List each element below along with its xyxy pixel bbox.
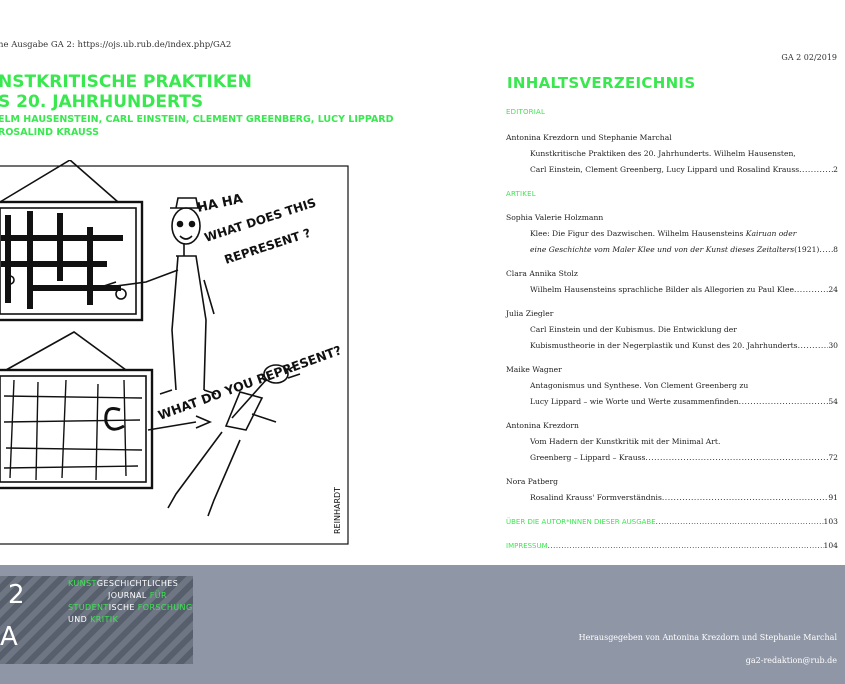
entry-title-last: Greenberg – Lippard – Krauss [530, 453, 646, 462]
toc-entry[interactable]: Julia Ziegler Carl Einstein und der Kubi… [506, 306, 838, 354]
entry-title-line: Carl Einstein, Clement Greenberg, Lucy L… [506, 162, 838, 178]
speech-bubble-what-do-you-represent: WHAT DO YOU REPRESENT? [156, 342, 344, 423]
entry-title-last: Carl Einstein, Clement Greenberg, Lucy L… [530, 165, 800, 174]
leader-dots [656, 514, 824, 530]
section-impressum: IMPRESSUM [506, 542, 548, 550]
leader-dots [819, 242, 833, 258]
entry-title-part: Klee: Die Figur des Dazwischen. Wilhelm … [530, 229, 746, 238]
entry-author: Antonina Krezdorn [506, 421, 579, 430]
entry-title-line: Vom Hadern der Kunstkritik mit der Minim… [530, 437, 721, 446]
logo-word: FORSCHUNG [137, 603, 193, 612]
entry-title-line: Kubismustheorie in der Negerplastik und … [506, 338, 838, 354]
logo-word: ISCHE [108, 603, 138, 612]
logo-word: KRITIK [90, 615, 119, 624]
logo-letter: A [0, 622, 18, 652]
contact-email[interactable]: ga2-redaktion@rub.de [745, 656, 837, 665]
leader-dots [798, 338, 829, 354]
entry-title-line: Antagonismus und Synthese. Von Clement G… [530, 381, 749, 390]
logo-word: UND [68, 615, 91, 624]
article-title: NSTKRITISCHE PRAKTIKEN S 20. JAHRHUNDERT… [0, 72, 418, 112]
entry-page: 91 [828, 493, 838, 502]
leader-dots [645, 450, 828, 466]
entry-page: 72 [828, 453, 838, 462]
entry-author: Antonina Krezdorn und Stephanie Marchal [506, 133, 672, 142]
entry-author: Nora Patberg [506, 477, 558, 486]
title-line-1: NSTKRITISCHE PRAKTIKEN [0, 72, 252, 92]
toc-entry[interactable]: Antonina Krezdorn Vom Hadern der Kunstkr… [506, 418, 838, 466]
toc-entry-impressum[interactable]: IMPRESSUM 104 [506, 538, 838, 554]
entry-page: 2 [833, 165, 838, 174]
entry-title-last: Rosalind Krauss' Formverständnis [530, 493, 662, 502]
journal-link[interactable]: he Ausgabe GA 2: https://ojs.ub.rub.de/i… [0, 40, 232, 50]
cartoon-illustration: HA HA WHAT DOES THIS REPRESENT ? WHAT DO… [0, 160, 349, 545]
entry-author: Sophia Valerie Holzmann [506, 213, 604, 222]
leader-dots [799, 162, 833, 178]
leader-dots [662, 490, 828, 506]
journal-logo: 2 A KUNSTGESCHICHTLICHES JOURNAL FÜR STU… [0, 576, 193, 664]
entry-title-italic: eine Geschichte vom Maler Klee und von d… [530, 245, 795, 254]
logo-word: FÜR [149, 591, 167, 600]
section-artikel: ARTIKEL [506, 190, 536, 198]
entry-title-last: Lucy Lippard – wie Worte und Werte zusam… [530, 397, 739, 406]
article-subtitle: ELM HAUSENSTEIN, CARL EINSTEIN, CLEMENT … [0, 113, 418, 139]
logo-word: JOURNAL [108, 591, 150, 600]
publisher-credit: Herausgegeben von Antonina Krezdorn und … [578, 633, 837, 642]
toc-entry-autoren[interactable]: ÜBER DIE AUTOR*INNEN DIESER AUSGABE 103 [506, 514, 838, 530]
entry-title-line: eine Geschichte vom Maler Klee und von d… [506, 242, 838, 258]
entry-title-line: Klee: Die Figur des Dazwischen. Wilhelm … [506, 226, 838, 242]
toc-entry[interactable]: Antonina Krezdorn und Stephanie Marchal … [506, 130, 838, 178]
entry-page: 54 [828, 397, 838, 406]
entry-page: 103 [823, 517, 839, 526]
entry-author: Julia Ziegler [506, 309, 554, 318]
logo-word: GESCHICHTLICHES [96, 579, 179, 588]
issue-label: GA 2 02/2019 [781, 53, 837, 62]
section-editorial: EDITORIAL [506, 108, 546, 116]
logo-text: KUNSTGESCHICHTLICHES JOURNAL FÜR STUDENT… [68, 578, 193, 626]
section-autoren: ÜBER DIE AUTOR*INNEN DIESER AUSGABE [506, 518, 656, 526]
entry-title-line: Kunstkritische Praktiken des 20. Jahrhun… [530, 149, 796, 158]
toc-entry[interactable]: Sophia Valerie Holzmann Klee: Die Figur … [506, 210, 838, 258]
logo-background [0, 576, 193, 664]
entry-title-part: (1921) [794, 245, 820, 254]
entry-author: Maike Wagner [506, 365, 562, 374]
toc-title: INHALTSVERZEICHNIS [507, 74, 696, 92]
logo-word: KUNST [68, 579, 97, 588]
entry-author: Clara Annika Stolz [506, 269, 578, 278]
entry-title-line: Rosalind Krauss' Formverständnis 91 [506, 490, 838, 506]
leader-dots [739, 394, 829, 410]
entry-page: 104 [823, 541, 839, 550]
toc-entry[interactable]: Nora Patberg Rosalind Krauss' Formverstä… [506, 474, 838, 506]
toc-entry[interactable]: Maike Wagner Antagonismus und Synthese. … [506, 362, 838, 410]
table-of-contents: EDITORIAL Antonina Krezdorn und Stephani… [506, 104, 838, 554]
toc-entry[interactable]: Clara Annika Stolz Wilhelm Hausensteins … [506, 266, 838, 298]
entry-title-line: Carl Einstein und der Kubismus. Die Entw… [530, 325, 737, 334]
leader-dots [548, 538, 824, 554]
entry-title-italic: Kairuan oder [745, 229, 797, 238]
artist-signature: REINHARDT [333, 487, 342, 534]
entry-page: 24 [828, 285, 838, 294]
entry-title-line: Wilhelm Hausensteins sprachliche Bilder … [506, 282, 838, 298]
subtitle-line-1: ELM HAUSENSTEIN, CARL EINSTEIN, CLEMENT … [0, 114, 394, 125]
logo-word: STUDENT [68, 603, 109, 612]
entry-title-last: Kubismustheorie in der Negerplastik und … [530, 341, 798, 350]
entry-page: 30 [828, 341, 838, 350]
subtitle-line-2: ROSALIND KRAUSS [0, 127, 100, 138]
entry-title-last: Wilhelm Hausensteins sprachliche Bilder … [530, 285, 794, 294]
entry-page: 8 [833, 245, 838, 254]
entry-title-line: Greenberg – Lippard – Krauss 72 [506, 450, 838, 466]
leader-dots [794, 282, 828, 298]
entry-title-line: Lucy Lippard – wie Worte und Werte zusam… [506, 394, 838, 410]
logo-number: 2 [8, 580, 25, 610]
speech-bubble-ha-ha: HA HA [196, 192, 245, 216]
title-line-2: S 20. JAHRHUNDERTS [0, 92, 204, 112]
